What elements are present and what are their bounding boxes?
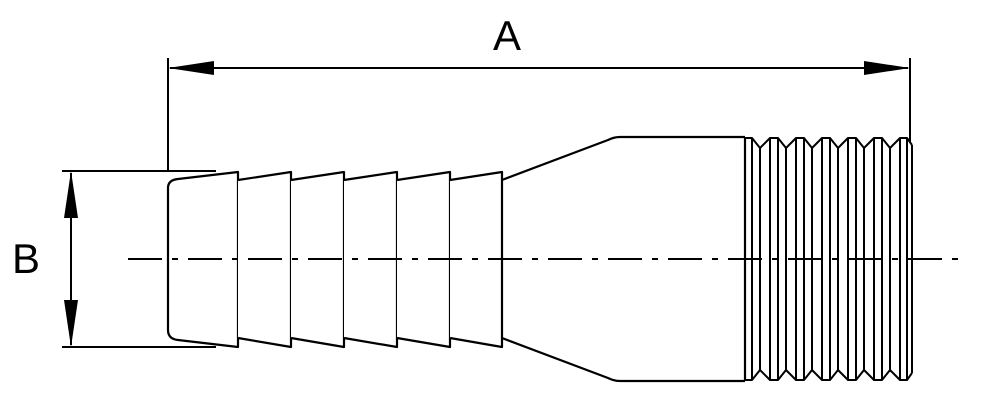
arrowhead-a-left [168, 61, 214, 75]
dimension-b: B [12, 171, 78, 347]
transition-taper-bottom [501, 336, 745, 383]
extension-lines [62, 58, 911, 348]
dimension-label-b: B [12, 235, 40, 282]
arrowhead-b-bottom [64, 300, 78, 347]
transition-taper-top [501, 135, 745, 182]
threaded-section [745, 137, 913, 381]
dimension-label-a: A [493, 12, 521, 59]
arrowhead-b-top [64, 171, 78, 218]
hose-barb-section [166, 170, 504, 349]
dimension-a: A [168, 12, 910, 75]
arrowhead-a-right [864, 61, 910, 75]
